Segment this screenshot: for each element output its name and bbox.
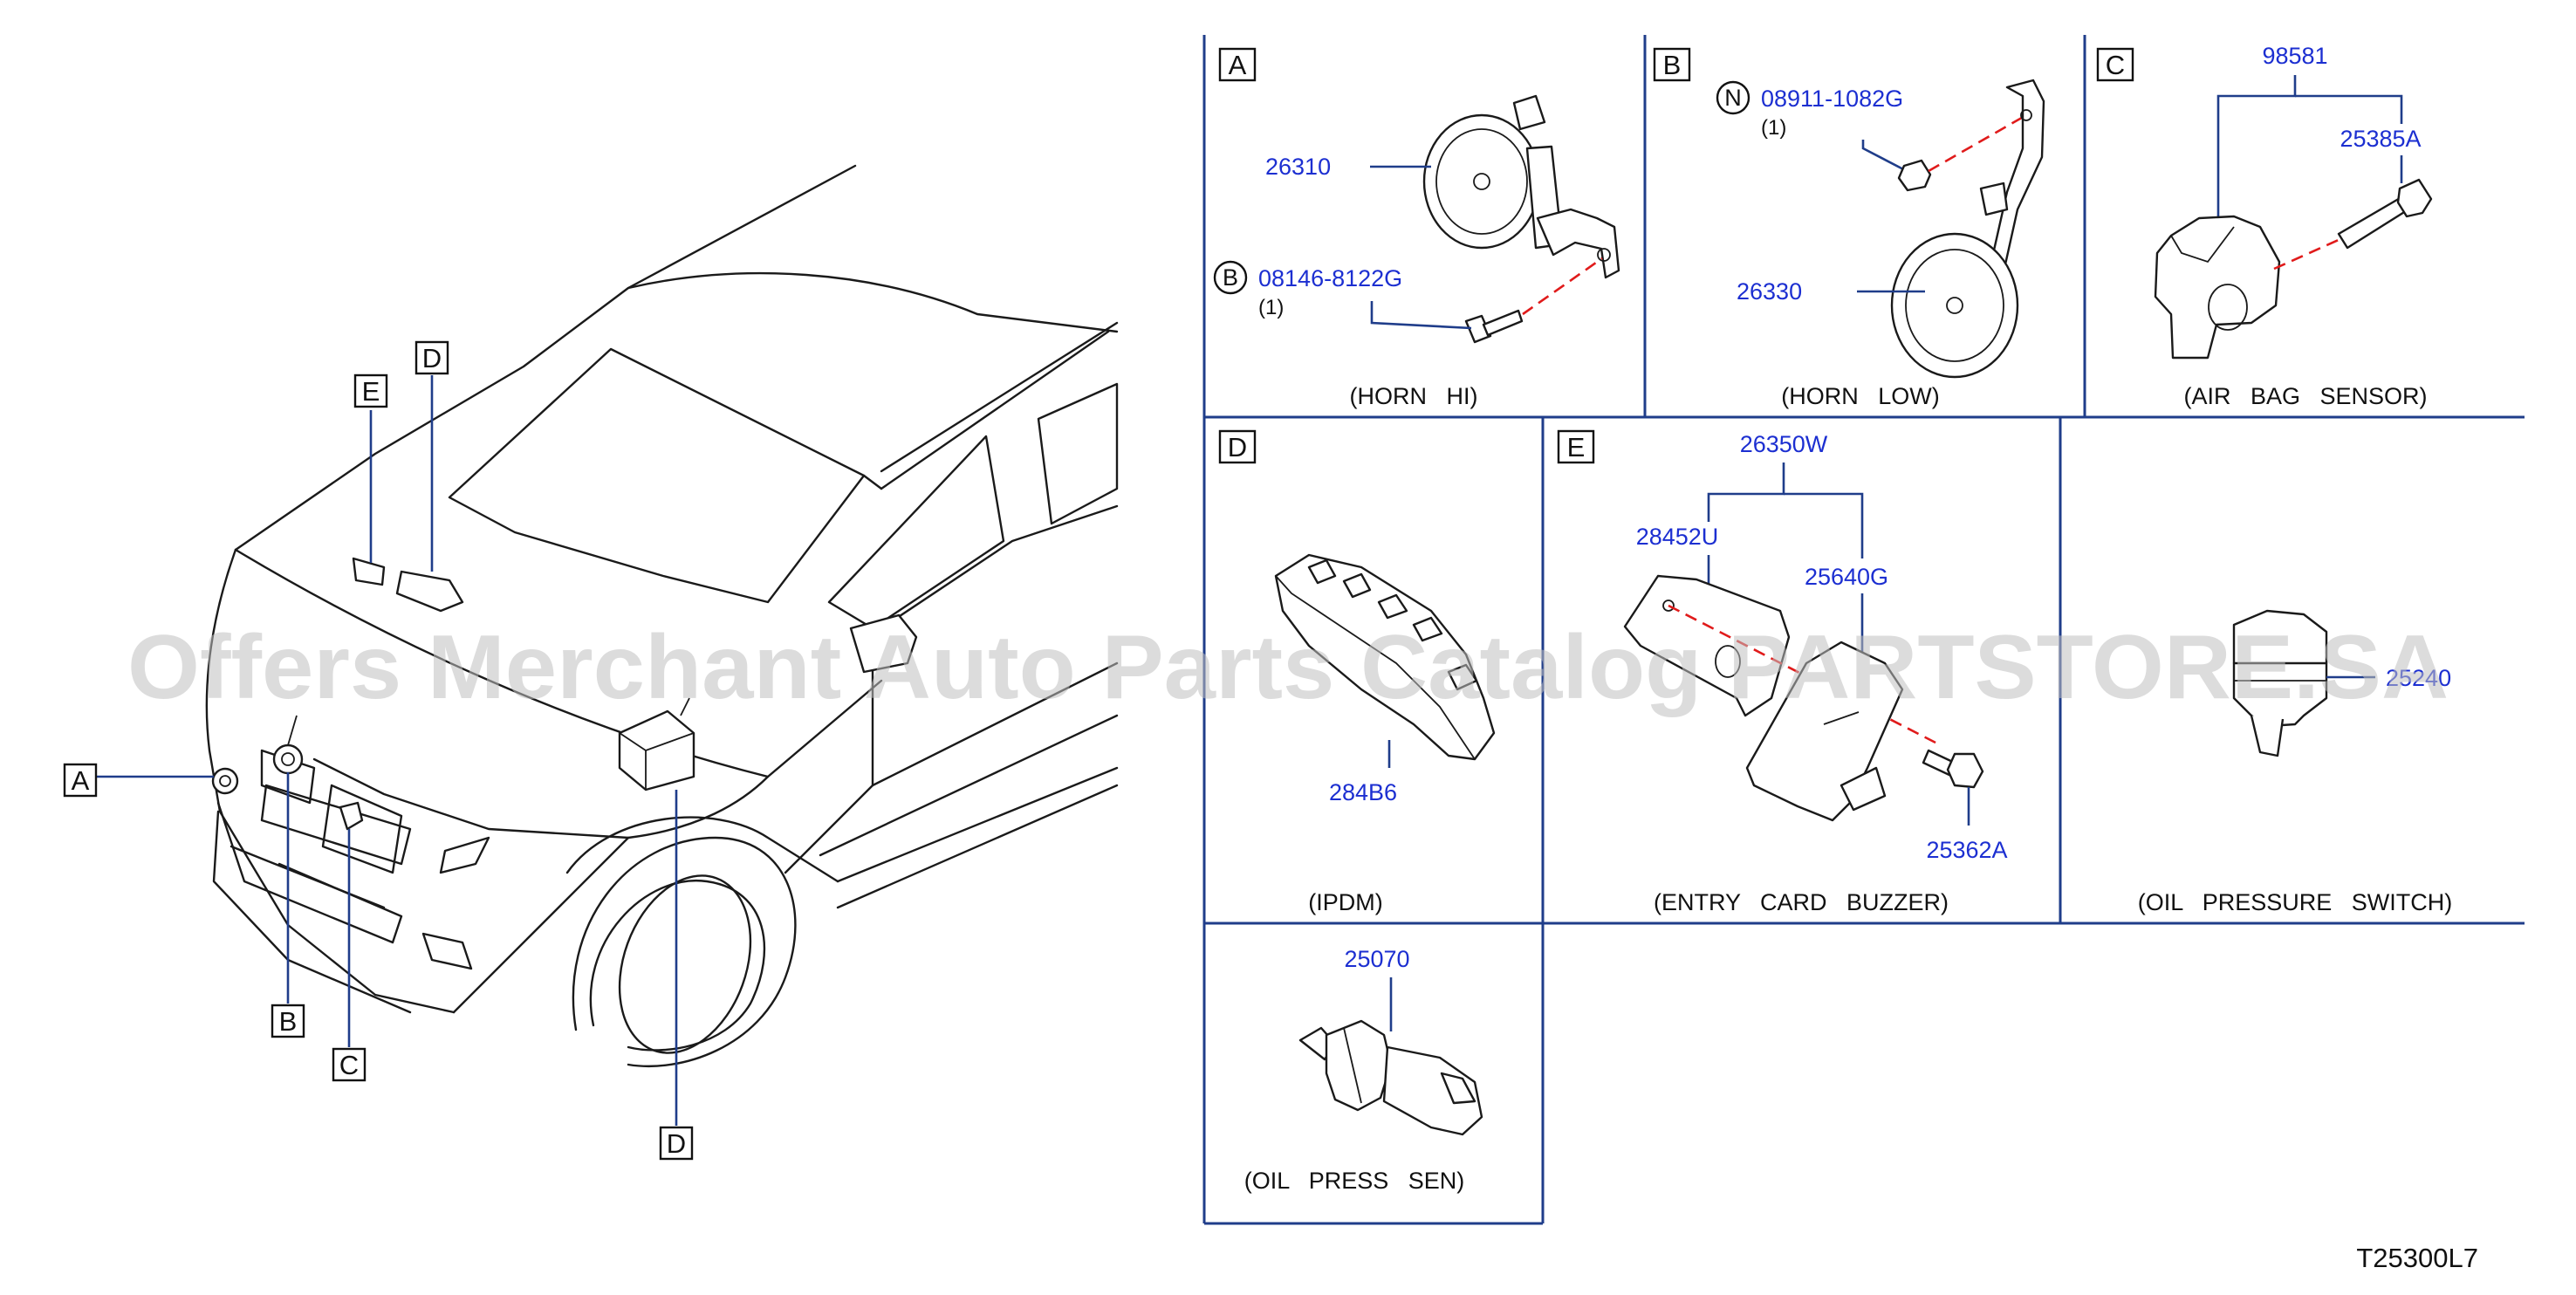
- panel-d-caption: (IPDM): [1308, 889, 1382, 915]
- panel-a-bolt-prefix: B: [1223, 264, 1238, 291]
- callout-d-top: D: [422, 343, 442, 373]
- callout-e-box: [353, 373, 388, 408]
- panel-f-part-25240: 25240: [2386, 665, 2451, 691]
- panel-e-buzzer-part: 25640G: [1805, 564, 1888, 590]
- panel-a-part-26310: 26310: [1265, 154, 1331, 180]
- panel-a-letter: A: [1229, 50, 1247, 80]
- panel-g-part-25070: 25070: [1344, 946, 1409, 972]
- panel-b-nut-prefix: N: [1724, 85, 1742, 111]
- panel-e-bolt-part: 25362A: [1926, 837, 2007, 863]
- panel-b-nut-part: 08911-1082G: [1761, 86, 1903, 112]
- panel-d-letter-box: [1218, 429, 1257, 464]
- callout-d-top-box: [414, 340, 449, 375]
- panel-e-letter-box: [1557, 429, 1595, 464]
- panel-a-letter-box: [1218, 47, 1257, 82]
- panel-e-caption: (ENTRY CARD BUZZER): [1654, 889, 1949, 915]
- panel-c-bolt-part: 25385A: [2340, 126, 2421, 152]
- panel-c-assembly: 98581: [2262, 43, 2327, 69]
- callout-b: B: [279, 1006, 298, 1037]
- callout-c: C: [339, 1050, 359, 1080]
- panel-oil-pressure-switch: 25240 (OIL PRESSURE SWITCH): [2138, 609, 2453, 915]
- panel-horn-low: B N 08911-1082G (1) 26330 (HORN LOW): [1653, 47, 2045, 409]
- panel-e-assembly: 26350W: [1740, 431, 1828, 457]
- callout-e: E: [362, 376, 380, 407]
- callout-a: A: [72, 765, 90, 796]
- vehicle-illustration: [205, 164, 1119, 1068]
- panel-c-caption: (AIR BAG SENSOR): [2183, 383, 2427, 409]
- panel-b-nut-prefix-circle: [1716, 80, 1750, 115]
- panel-horn-hi: A 26310 B 08146-8122G (1) (HORN HI): [1213, 47, 1620, 409]
- panel-a-bolt-qty: (1): [1258, 296, 1284, 319]
- panel-c-letter-box: [2096, 47, 2134, 82]
- oil-press-sen-body: [1325, 1019, 1393, 1112]
- panel-b-letter: B: [1663, 50, 1682, 80]
- callout-a-box: [63, 763, 98, 798]
- callout-b-box: [271, 1004, 305, 1038]
- panel-f-caption: (OIL PRESSURE SWITCH): [2138, 889, 2453, 915]
- panel-e-letter: E: [1567, 432, 1586, 462]
- panel-air-bag-sensor: C 98581 25385A (AIR BAG SENSOR): [2096, 43, 2433, 409]
- diagram-code: T25300L7: [2356, 1243, 2478, 1273]
- panel-oil-press-sen: 25070 (OIL PRESS SEN): [1244, 946, 1483, 1194]
- panel-a-caption: (HORN HI): [1350, 383, 1478, 409]
- panel-b-part-26330: 26330: [1737, 278, 1802, 305]
- panel-d-part-284b6: 284B6: [1329, 779, 1397, 805]
- panel-c-letter: C: [2106, 50, 2125, 80]
- callout-d-bottom-box: [659, 1126, 694, 1161]
- callout-c-box: [332, 1047, 367, 1082]
- panel-d-letter: D: [1228, 432, 1247, 462]
- panel-a-bolt-part: 08146-8122G: [1258, 265, 1402, 291]
- panel-g-caption: (OIL PRESS SEN): [1244, 1168, 1465, 1194]
- panel-ipdm: D 284B6 (IPDM): [1218, 429, 1496, 915]
- panel-e-bracket-part: 28452U: [1636, 524, 1719, 550]
- panel-b-letter-box: [1653, 47, 1691, 82]
- horn-low-body: [1890, 232, 2019, 379]
- horn-hi-body: [1422, 113, 1541, 250]
- watermark: Offers Merchant Auto Parts Catalog PARTS…: [127, 617, 2449, 718]
- panel-grid: [1202, 35, 2525, 1225]
- vehicle-callouts: A B C E D D: [63, 340, 694, 1161]
- callout-d-bottom: D: [667, 1128, 686, 1159]
- panel-b-caption: (HORN LOW): [1781, 383, 1940, 409]
- panel-a-bolt-prefix-circle: [1213, 260, 1248, 295]
- panel-entry-card-buzzer: E 26350W 28452U 25640G 25362A (ENTRY CAR…: [1557, 429, 2008, 915]
- air-bag-sensor-body: [2154, 215, 2281, 360]
- ipdm-module-body: [1274, 553, 1496, 761]
- panel-b-nut-qty: (1): [1761, 116, 1786, 140]
